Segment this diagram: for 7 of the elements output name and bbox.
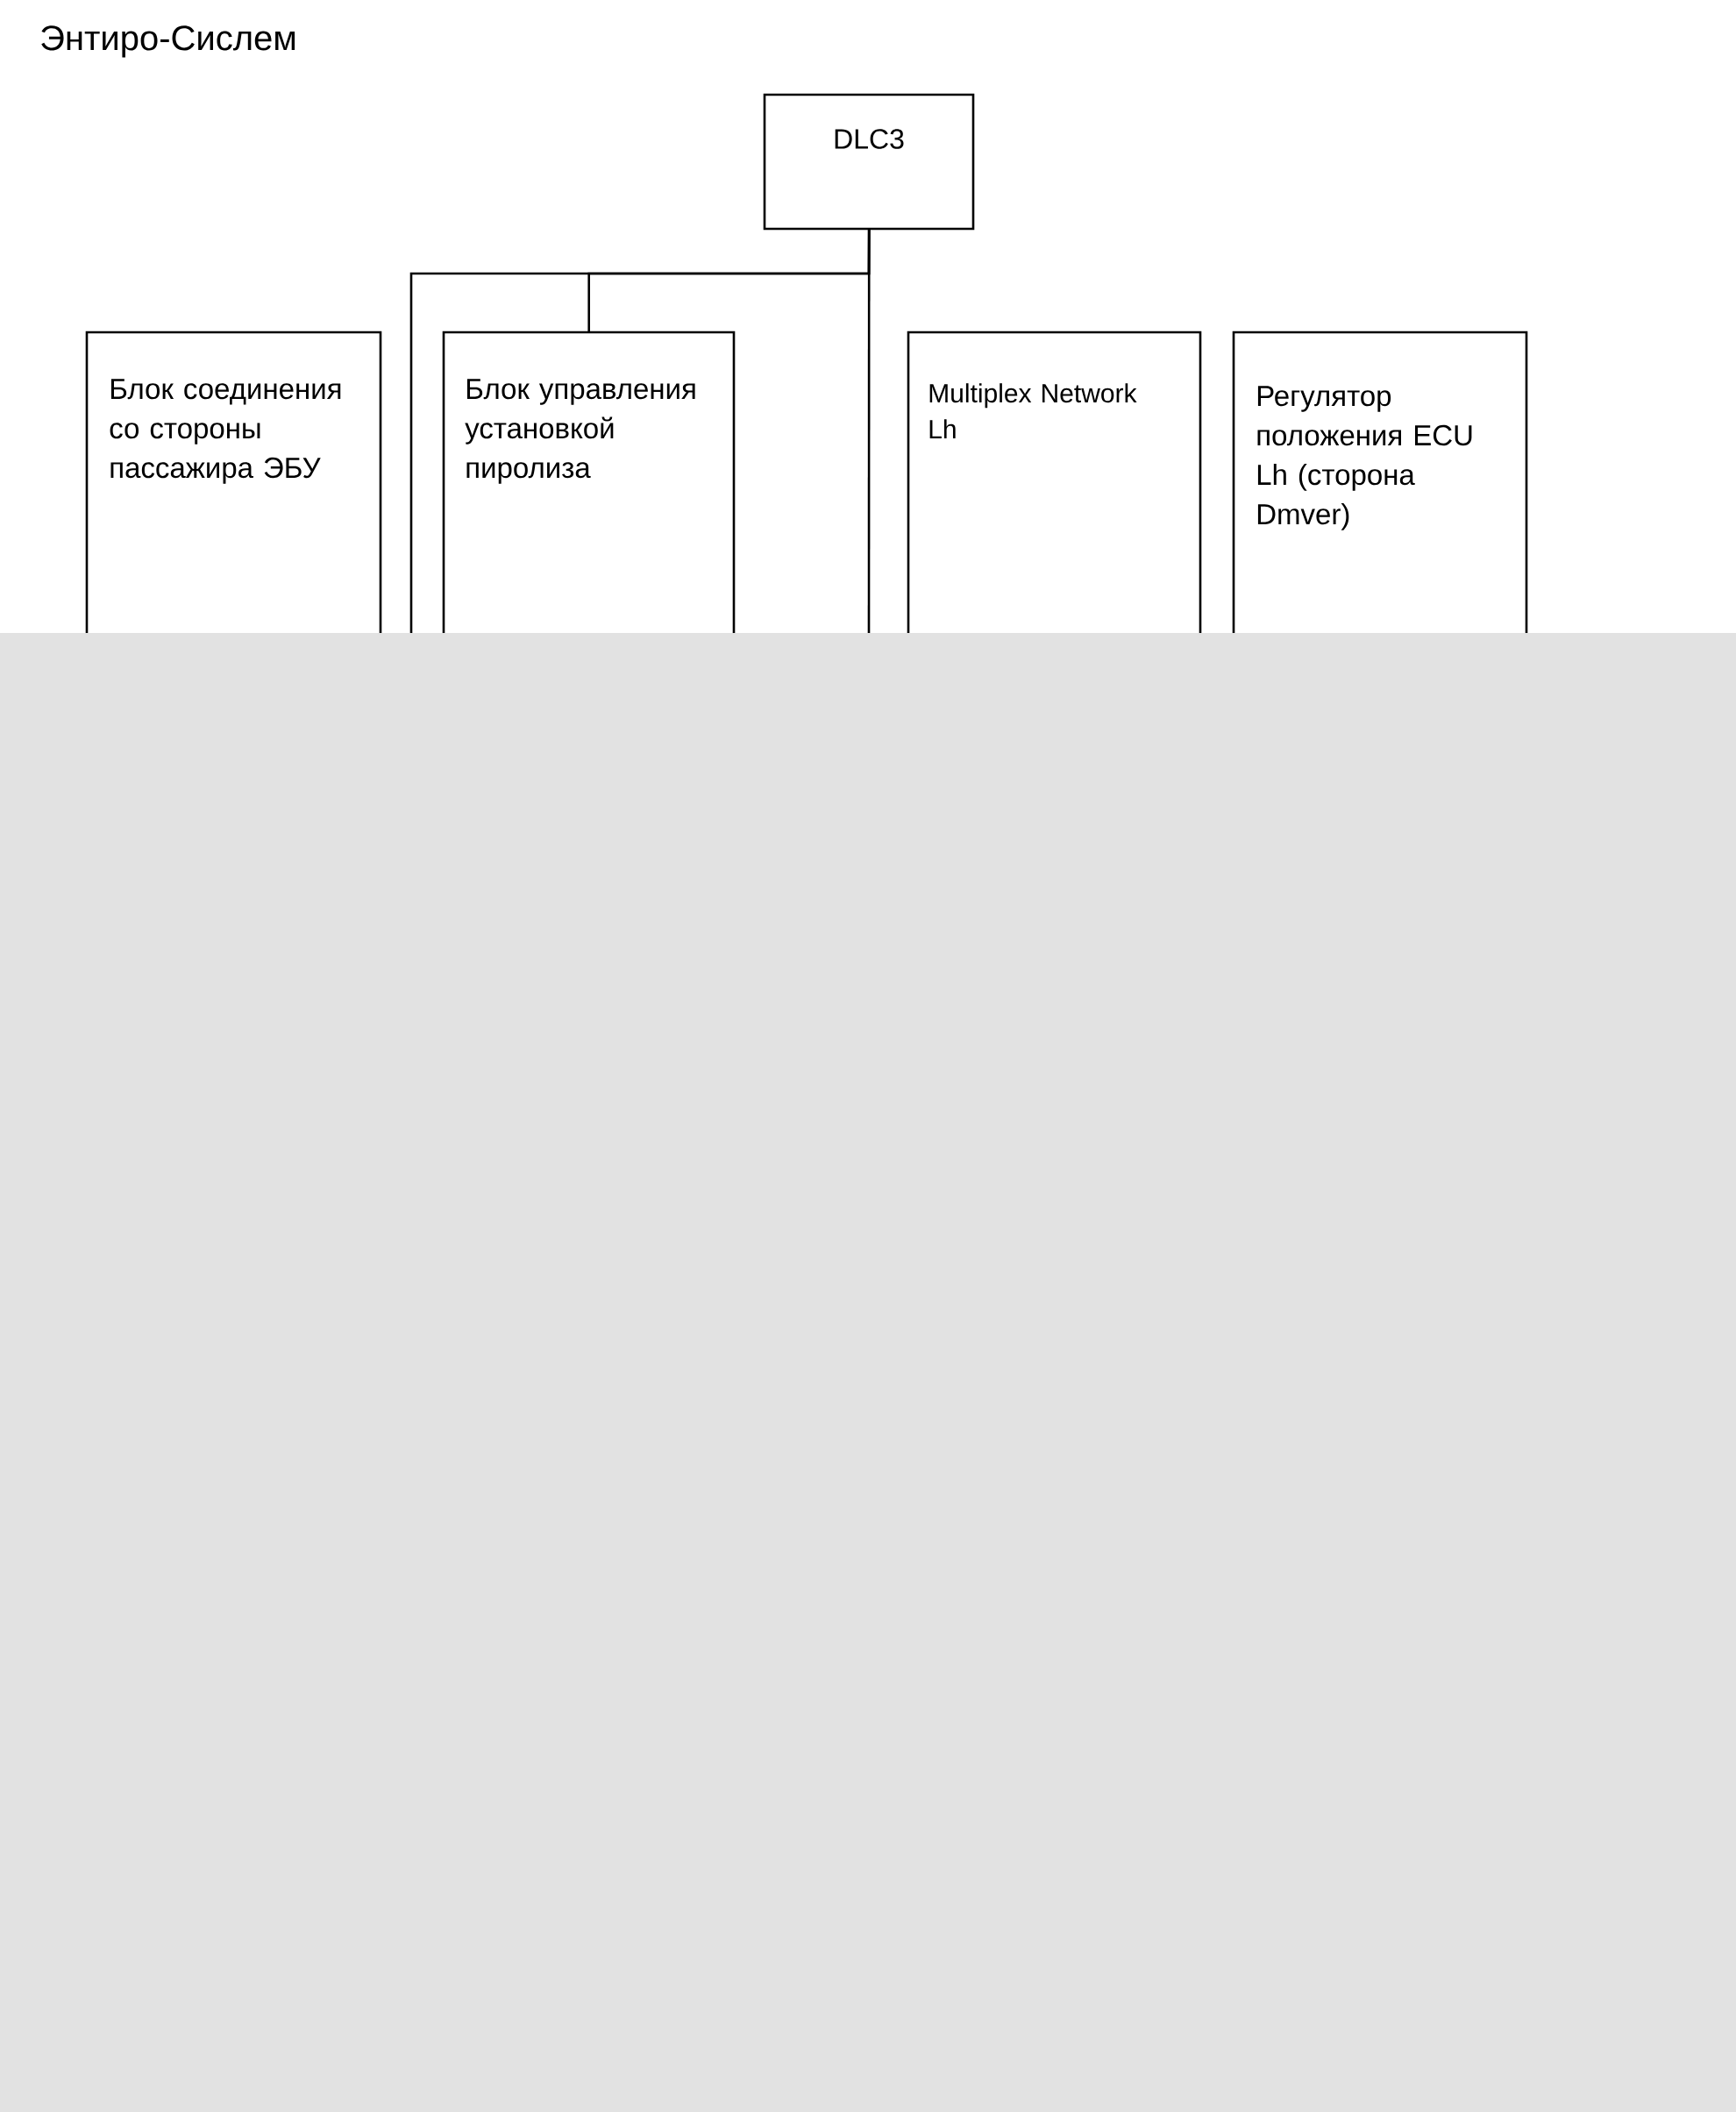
connector-box: DLC3 [763, 93, 975, 231]
unit-box: Multiplex Network Lh [907, 331, 1202, 633]
unit-box: Блок управления установкой пиролиза [442, 331, 736, 633]
title: Энтиро-Сислем [41, 25, 295, 58]
connector-line [867, 229, 871, 633]
unit-box: Регулятор положения ECU Lh (сторона Dmver) [1232, 331, 1528, 633]
unit-box: Блок соединения со стороны пассажира ЭБУ [85, 331, 382, 633]
